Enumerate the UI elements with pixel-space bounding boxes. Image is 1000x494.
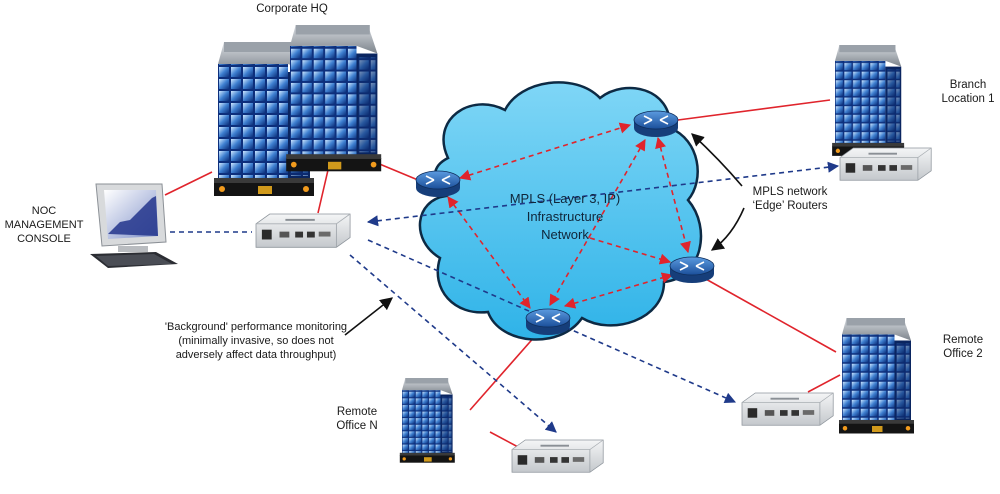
- monitoring-probe-remote-2: [741, 392, 834, 426]
- label-branch-line-2: Location 1: [941, 93, 994, 105]
- label-bg-line-2: (minimally invasive, so does not: [178, 335, 333, 347]
- label-edge-line-1: MPLS network: [753, 186, 828, 198]
- label-noc-line-1: NOC: [32, 205, 57, 217]
- edge-router-hq: [415, 170, 461, 198]
- label-mpls-line-2: Infrastructure: [527, 209, 604, 224]
- monitoring-probe-branch: [839, 147, 932, 181]
- label-mpls-line-3: Network: [541, 227, 589, 242]
- monitoring-probe-hq: [255, 213, 351, 248]
- link-noc-to-hq: [164, 171, 213, 196]
- remote-office-n-building: [399, 378, 455, 463]
- link-branch-router: [677, 99, 831, 121]
- label-remoten-line-1: Remote: [337, 406, 377, 418]
- label-mpls-line-1: MPLS (Layer 3, IP): [510, 191, 621, 206]
- label-remote2-line-2: Office 2: [943, 348, 982, 360]
- label-bg-line-3: adversely affect data throughput): [176, 349, 337, 361]
- edge-arrow-bottom: [710, 207, 745, 251]
- link-remote2-probe: [807, 374, 841, 393]
- label-remote2-line-1: Remote: [943, 334, 983, 346]
- edge-router-remote-2: [669, 256, 715, 284]
- label-branch-line-1: Branch: [950, 79, 986, 91]
- label-remoten-line-2: Office N: [336, 420, 377, 432]
- edge-arrow-top: [691, 133, 743, 187]
- label-bg-line-1: 'Background' performance monitoring: [165, 321, 347, 333]
- label-corporate-hq: Corporate HQ: [256, 3, 328, 15]
- corporate-hq-building-front: [286, 25, 382, 172]
- branch-location-1-building: [832, 45, 905, 156]
- bg-monitoring-arrow: [344, 297, 394, 336]
- label-noc-line-3: CONSOLE: [17, 233, 71, 245]
- annotation-arrows: [344, 133, 745, 336]
- noc-console-computer: [90, 183, 178, 268]
- edge-router-branch: [633, 110, 679, 138]
- label-noc-line-2: MANAGEMENT: [5, 219, 84, 231]
- remote-office-2-building: [839, 318, 914, 434]
- link-remoten-probe: [489, 431, 521, 449]
- monitoring-probe-remote-n: [511, 439, 604, 473]
- label-edge-line-2: ‘Edge’ Routers: [752, 200, 827, 212]
- link-hq-to-probe: [317, 169, 329, 214]
- edge-router-remote-n: [525, 308, 571, 336]
- link-remote2-router: [703, 277, 837, 353]
